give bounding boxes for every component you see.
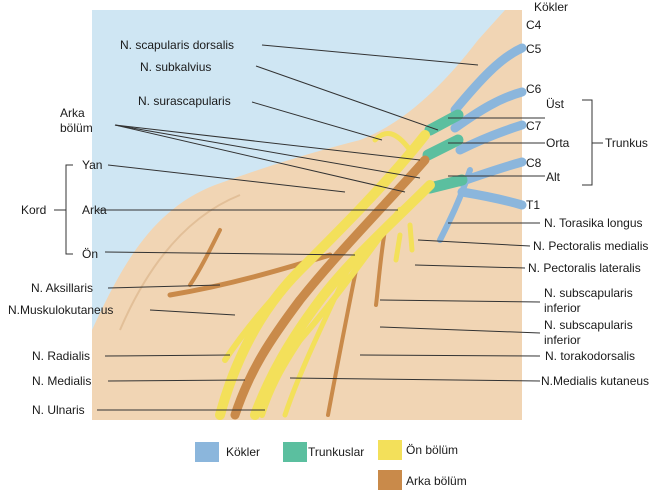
label-subkalvius: N. subkalvius [140, 60, 211, 74]
trunk-group-label: Trunkus [605, 136, 648, 150]
legend-label-roots: Kökler [226, 445, 260, 459]
roots-title: Kökler [534, 0, 568, 14]
label-arka-bolum-line1: Arka [60, 106, 85, 120]
label-medialis-kutaneus: N.Medialis kutaneus [541, 374, 649, 388]
cord-label-posterior: Arka [82, 203, 107, 217]
legend-swatch-trunks [283, 442, 307, 462]
label-radialis: N. Radialis [32, 349, 90, 363]
trunk-label-upper: Üst [546, 97, 564, 111]
label-arka-bolum-line2: bölüm [60, 121, 93, 135]
legend-swatch-anterior [378, 440, 402, 460]
cord-label-lateral: Yan [82, 158, 102, 172]
trunk-label-middle: Orta [546, 136, 569, 150]
cord-label-medial: Ön [82, 247, 98, 261]
label-ulnaris: N. Ulnaris [32, 403, 85, 417]
label-torasika-longus: N. Torasika longus [544, 216, 643, 230]
label-torakodorsalis: N. torakodorsalis [545, 349, 635, 363]
root-label-c8: C8 [526, 156, 541, 170]
label-aksillaris: N. Aksillaris [31, 281, 93, 295]
label-pectoralis-lateralis: N. Pectoralis lateralis [528, 261, 641, 275]
root-label-t1: T1 [526, 198, 540, 212]
pectoral-branch-1 [410, 225, 412, 250]
cord-group-label: Kord [21, 203, 46, 217]
label-subscapularis-inf-2b: inferior [544, 333, 581, 347]
label-subscapularis-inf-1a: N. subscapularis [544, 286, 633, 300]
label-medialis: N. Medialis [32, 374, 91, 388]
legend-swatch-posterior [378, 470, 402, 490]
trunk-label-lower: Alt [546, 170, 560, 184]
legend-label-posterior: Arka bölüm [406, 474, 467, 488]
root-label-c7: C7 [526, 119, 541, 133]
label-pectoralis-medialis: N. Pectoralis medialis [533, 239, 648, 253]
label-scapularis-dorsalis: N. scapularis dorsalis [120, 38, 234, 52]
root-label-c6: C6 [526, 82, 541, 96]
legend-swatch-roots [195, 442, 219, 462]
legend-label-trunks: Trunkuslar [308, 445, 364, 459]
label-surascapularis: N. surascapularis [138, 94, 231, 108]
label-subscapularis-inf-1b: inferior [544, 301, 581, 315]
root-label-c4: C4 [526, 18, 541, 32]
label-subscapularis-inf-2a: N. subscapularis [544, 318, 633, 332]
label-muskulokutaneus: N.Muskulokutaneus [8, 303, 113, 317]
legend-label-anterior: Ön bölüm [406, 443, 458, 457]
root-label-c5: C5 [526, 42, 541, 56]
